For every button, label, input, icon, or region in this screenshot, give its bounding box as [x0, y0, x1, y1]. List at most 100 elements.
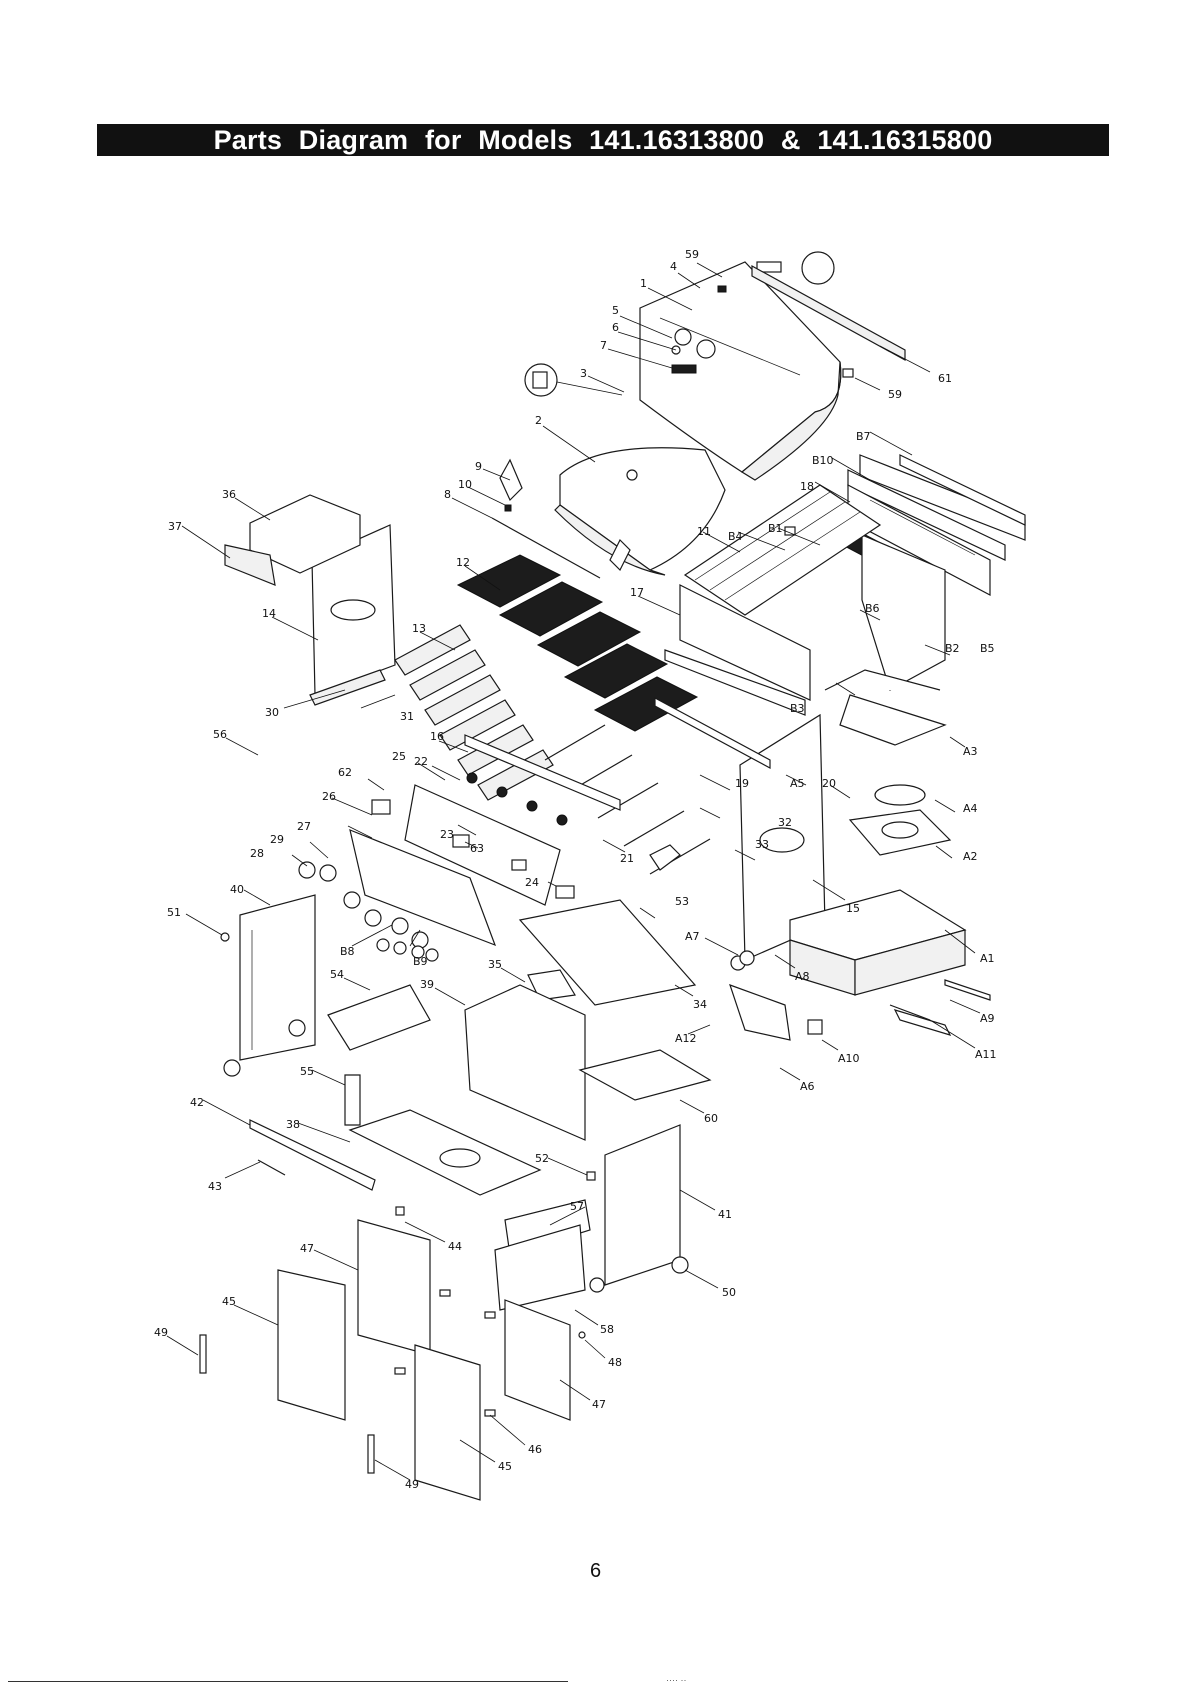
callout-60: 60	[704, 1112, 718, 1125]
cooking-grates	[456, 554, 699, 732]
callout-33: 33	[755, 838, 769, 851]
callout-4: 4	[670, 260, 677, 273]
footer-rule	[8, 1681, 568, 1682]
callout-8: 8	[444, 488, 451, 501]
callout-50: 50	[722, 1286, 736, 1299]
hood-handle-bracket-top	[756, 261, 782, 273]
callout-B8: B8	[340, 945, 355, 958]
manifold-valves	[371, 734, 621, 906]
callout-5: 5	[612, 304, 619, 317]
leader-lines	[166, 262, 981, 1481]
rotisserie-burner	[683, 484, 946, 691]
callout-22: 22	[414, 755, 428, 768]
callout-B2: B2	[945, 642, 960, 655]
side-shelf-54	[327, 984, 431, 1051]
callout-26: 26	[322, 790, 336, 803]
callout-A11: A11	[975, 1048, 997, 1061]
callout-62: 62	[338, 766, 352, 779]
door-liner-47a	[357, 1219, 431, 1356]
handle-49a	[199, 1334, 207, 1374]
callout-27: 27	[297, 820, 311, 833]
page-number: 6	[589, 1560, 602, 1582]
callout-63: 63	[470, 842, 484, 855]
callout-28: 28	[250, 847, 264, 860]
callout-18: 18	[800, 480, 814, 493]
callout-51: 51	[167, 906, 181, 919]
door-45a	[277, 1269, 346, 1421]
callout-39: 39	[420, 978, 434, 991]
callout-59: 59	[685, 248, 699, 261]
callout-36: 36	[222, 488, 236, 501]
callout-43: 43	[208, 1180, 222, 1193]
rear-panels	[847, 454, 1026, 596]
callout-34: 34	[693, 998, 707, 1011]
front-rail-42	[249, 1119, 376, 1191]
callout-10: 10	[458, 478, 472, 491]
footer-text: ···· ··	[666, 1675, 687, 1685]
cart-frame	[223, 894, 712, 1311]
callout-11: 11	[697, 525, 711, 538]
callout-6: 6	[612, 321, 619, 334]
firebox	[309, 524, 826, 961]
callout-48: 48	[608, 1356, 622, 1369]
callout-57: 57	[570, 1200, 584, 1213]
callout-A5: A5	[790, 777, 805, 790]
callout-38: 38	[286, 1118, 300, 1131]
callout-B7: B7	[856, 430, 871, 443]
callout-46: 46	[528, 1443, 542, 1456]
callout-12: 12	[456, 556, 470, 569]
callout-58: 58	[600, 1323, 614, 1336]
callout-37: 37	[168, 520, 182, 533]
callout-A9: A9	[980, 1012, 995, 1025]
callout-A10: A10	[838, 1052, 860, 1065]
callout-61: 61	[938, 372, 952, 385]
callout-3: 3	[580, 367, 587, 380]
callout-56: 56	[213, 728, 227, 741]
page-title: Parts Diagram for Models 141.16313800 & …	[97, 124, 1109, 156]
callout-14: 14	[262, 607, 276, 620]
callout-A8: A8	[795, 970, 810, 983]
callout-49: 49	[154, 1326, 168, 1339]
callout-labels: 59 4 1 5 6 7 3 61 59 2 B7 B10 18 9 10 8 …	[154, 248, 997, 1491]
callout-53: 53	[675, 895, 689, 908]
callout-29: 29	[270, 833, 284, 846]
control-panel	[220, 829, 497, 962]
callout-31: 31	[400, 710, 414, 723]
handle-49b	[367, 1434, 375, 1474]
callout-A3: A3	[963, 745, 978, 758]
callout-A6: A6	[800, 1080, 815, 1093]
warming-drawer	[224, 494, 361, 586]
callout-55: 55	[300, 1065, 314, 1078]
right-side-panel-41	[604, 1124, 681, 1286]
bracket-58	[494, 1224, 586, 1311]
callout-A2: A2	[963, 850, 978, 863]
callout-23: 23	[440, 828, 454, 841]
callout-54: 54	[330, 968, 344, 981]
hood-trim-bar	[751, 264, 906, 362]
callout-21: 21	[620, 852, 634, 865]
door-liner-47b	[504, 1299, 571, 1421]
callout-20: 20	[822, 777, 836, 790]
floor-mat-60	[578, 1049, 712, 1101]
callout-24: 24	[525, 876, 539, 889]
callout-30: 30	[265, 706, 279, 719]
callout-42: 42	[190, 1096, 204, 1109]
callout-A1: A1	[980, 952, 995, 965]
callout-47b: 47	[592, 1398, 606, 1411]
callout-40: 40	[230, 883, 244, 896]
callout-B4: B4	[728, 530, 743, 543]
grease-tray	[518, 844, 697, 1006]
callout-45: 45	[222, 1295, 236, 1308]
callout-2: 2	[535, 414, 542, 427]
callout-25: 25	[392, 750, 406, 763]
back-panel-39	[464, 984, 586, 1141]
callout-16: 16	[430, 730, 444, 743]
callout-B10: B10	[812, 454, 834, 467]
callout-41: 41	[718, 1208, 732, 1221]
callout-17: 17	[630, 586, 644, 599]
callout-32: 32	[778, 816, 792, 829]
callout-B9: B9	[413, 955, 428, 968]
callout-B6: B6	[865, 602, 880, 615]
callout-59b: 59	[888, 388, 902, 401]
